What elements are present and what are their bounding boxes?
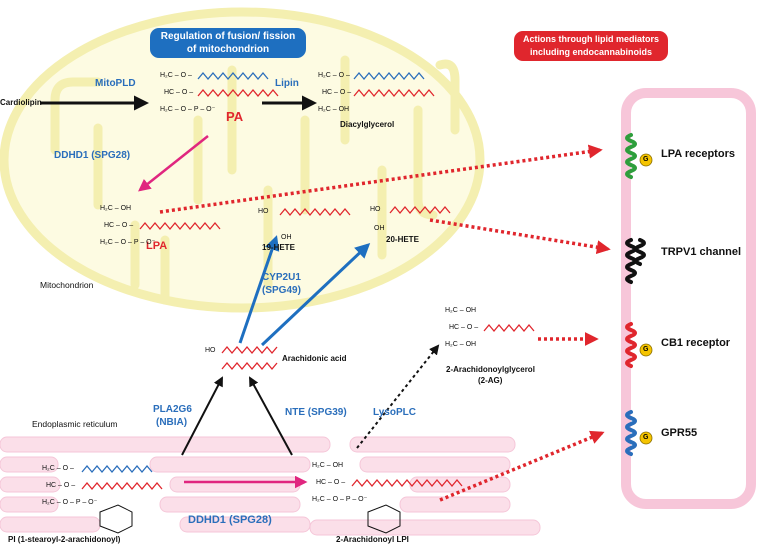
two-ag-sub-label: (2-AG) [478, 376, 503, 385]
aa-to-19hete-arrow [238, 235, 280, 344]
lpa-struct-line2: HC – O – [104, 222, 134, 229]
pa-struct-line1: H₂C – O – [160, 72, 192, 79]
hete20-ho: HO [370, 206, 381, 213]
g-protein-icon: G [643, 346, 649, 353]
pa-label: PA [226, 109, 244, 124]
mito-regulation-badge: Regulation of fusion/ fission of mitocho… [150, 28, 306, 58]
lpa-receptor-icon [625, 133, 653, 179]
cyp2u1-sub-label: (SPG49) [262, 285, 301, 296]
hete19-ho: HO [258, 208, 269, 215]
inositol-rings [99, 504, 401, 534]
g-protein-icon: G [643, 434, 649, 441]
trpv1-channel-icon [625, 238, 646, 284]
hete20-oh: OH [374, 225, 385, 232]
lipid-mediators-line2: including endocannabinoids [529, 47, 652, 57]
cyp2u1-label: CYP2U1 [262, 272, 301, 283]
lysoplc-label: LysoPLC [373, 407, 416, 418]
lpi-struct-line2: HC – O – [316, 479, 346, 486]
pa-to-lpa-arrow [138, 135, 209, 192]
lipin-label: Lipin [275, 78, 299, 89]
g-protein-icon: G [643, 156, 649, 163]
pi-label: PI (1-stearoyl-2-arachidonoyl) [8, 535, 121, 544]
lpi-struct-line3: H₂C – O – P – O⁻ [312, 496, 368, 503]
mito-regulation-line2: of mitochondrion [186, 44, 270, 55]
cardiolipin-label: Cardiolipin [0, 98, 42, 107]
pi-struct-line1: H₂C – O – [42, 465, 74, 472]
ddhd1-top-label: DDHD1 (SPG28) [54, 150, 131, 161]
lpi-struct-line1: H₂C – OH [312, 462, 344, 469]
hete20-label: 20-HETE [386, 235, 419, 244]
lipid-mediators-badge: Actions through lipid mediators includin… [514, 31, 668, 61]
gpr55-label: GPR55 [661, 427, 698, 439]
acyl-chains [81, 71, 535, 491]
er-label: Endoplasmic reticulum [32, 419, 118, 429]
pi-struct-line2: HC – O – [46, 482, 76, 489]
pa-struct-line2: HC – O – [164, 89, 194, 96]
nte-arrow [249, 376, 293, 456]
ag-struct-line1: H₂C – OH [445, 307, 477, 314]
endoplasmic-reticulum [0, 436, 541, 536]
lpa-struct-line3: H₂C – O – P – O⁻ [100, 239, 156, 246]
gpr55-icon [625, 410, 653, 456]
hete19-label: 19-HETE [262, 243, 295, 252]
pa-struct-line3: H₂C – O – P – O⁻ [160, 106, 216, 113]
lpa-struct-line1: H₂C – OH [100, 205, 132, 212]
ag-struct-line2: HC – O – [449, 324, 479, 331]
lpa-receptors-label: LPA receptors [661, 148, 735, 160]
cell-membrane [621, 88, 756, 509]
lipid-mediators-line1: Actions through lipid mediators [522, 34, 659, 44]
dag-struct-line3: H₂C – OH [318, 106, 350, 113]
pla2g6-label: PLA2G6 [153, 404, 192, 415]
dag-struct-line1: H₂C – O – [318, 72, 350, 79]
cb1-label: CB1 receptor [661, 337, 731, 349]
nte-label: NTE (SPG39) [285, 407, 347, 418]
cb1-receptor-icon [625, 322, 653, 368]
trpv1-label: TRPV1 channel [661, 246, 742, 258]
lysoplc-arrow [356, 344, 440, 449]
diacylglycerol-label: Diacylglycerol [340, 120, 395, 129]
mitochondrion-label: Mitochondrion [40, 280, 94, 290]
hete19-oh: OH [281, 234, 292, 241]
pi-struct-line3: H₂C – O – P – O⁻ [42, 499, 98, 506]
arachidonic-acid-label: Arachidonic acid [282, 354, 347, 363]
mitochondrion [0, 7, 485, 313]
mitopld-label: MitoPLD [95, 78, 136, 89]
ag-struct-line3: H₂C – OH [445, 341, 477, 348]
ddhd1-bottom-label: DDHD1 (SPG28) [188, 514, 272, 526]
two-ag-label: 2-Arachidonoylglycerol [446, 365, 535, 374]
mito-regulation-line1: Regulation of fusion/ fission [160, 31, 296, 42]
lpi-label: 2-Arachidonoyl LPI [336, 535, 409, 544]
lpa-label: LPA [146, 240, 168, 252]
dag-struct-line2: HC – O – [322, 89, 352, 96]
signalling-arrows [159, 144, 611, 502]
pla2g6-sub-label: (NBIA) [156, 417, 188, 428]
aa-to-20hete-arrow [260, 242, 371, 347]
aa-ho: HO [205, 347, 216, 354]
pla2g6-arrow [181, 376, 223, 456]
